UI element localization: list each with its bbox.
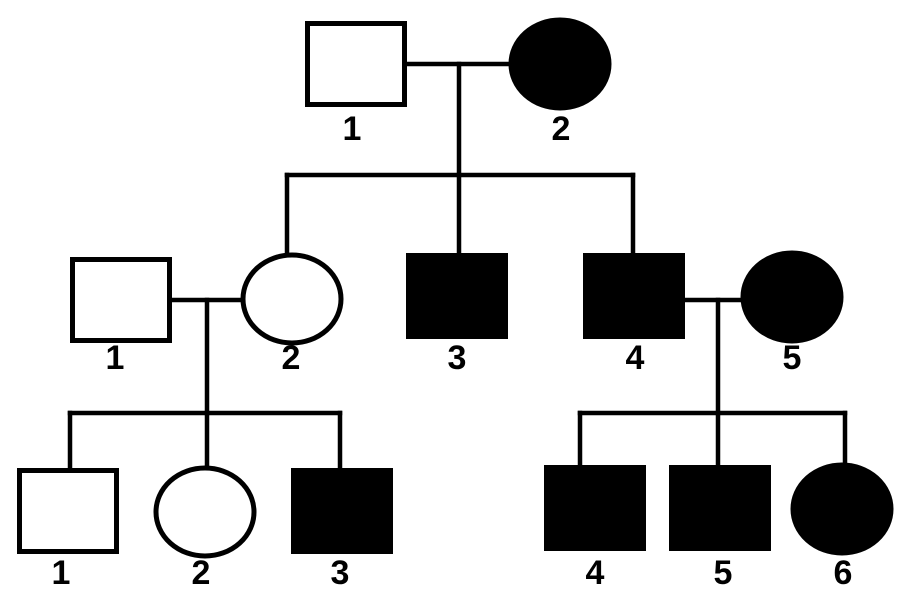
individual-I-1-label: 1 xyxy=(343,110,362,148)
individual-III-2-female-circle xyxy=(153,465,257,559)
individual-II-1-label: 1 xyxy=(106,339,125,377)
individual-II-2-label: 2 xyxy=(282,339,301,377)
individual-II-5-label: 5 xyxy=(783,339,802,377)
individual-II-4-male-square xyxy=(583,253,685,339)
individual-III-3-label: 3 xyxy=(331,554,350,592)
individual-I-2-label: 2 xyxy=(552,110,571,148)
individual-III-3-male-square xyxy=(291,468,393,554)
individual-III-5-label: 5 xyxy=(714,554,733,592)
individual-III-4-label: 4 xyxy=(586,554,605,592)
individual-III-1-male-square xyxy=(17,468,119,554)
individual-II-3-male-square xyxy=(406,253,508,339)
individual-III-1-label: 1 xyxy=(52,554,71,592)
individual-II-2-female-circle xyxy=(240,252,344,346)
individual-III-2-label: 2 xyxy=(192,554,211,592)
individual-I-2-female-circle xyxy=(508,17,612,111)
individual-II-4-label: 4 xyxy=(626,339,645,377)
individual-II-3-label: 3 xyxy=(448,339,467,377)
individual-III-6-label: 6 xyxy=(834,554,853,592)
individual-II-1-male-square xyxy=(70,257,172,343)
individual-III-6-female-circle xyxy=(790,462,894,556)
individual-II-5-female-circle xyxy=(740,250,844,344)
individual-III-5-male-square xyxy=(669,465,771,551)
individual-III-4-male-square xyxy=(544,465,646,551)
individual-I-1-male-square xyxy=(305,21,407,107)
